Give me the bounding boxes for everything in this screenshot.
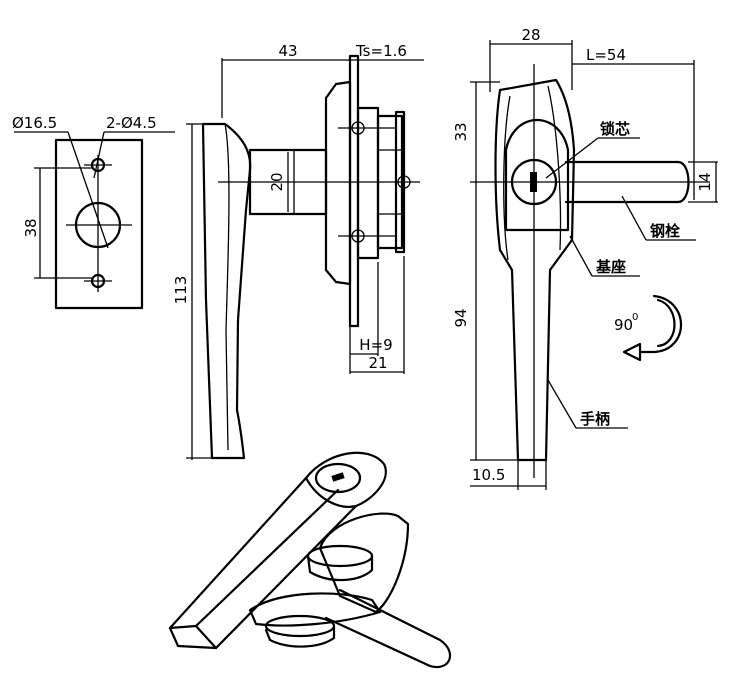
dim-43: 43: [278, 42, 297, 60]
label-steel-bolt: 钢栓: [650, 222, 680, 240]
side-handle: [201, 122, 252, 460]
dim-28: 28: [521, 26, 540, 44]
side-base: [324, 80, 352, 286]
dim-21: 21: [368, 354, 387, 372]
dim-10-5: 10.5: [472, 466, 505, 484]
dim-33: 33: [452, 122, 470, 141]
dim-20: 20: [268, 172, 286, 191]
dim-94: 94: [452, 308, 470, 327]
dim-14: 14: [696, 172, 714, 191]
front-handle: [494, 78, 576, 462]
label-lock-core: 锁芯: [600, 120, 630, 138]
rotation-degree: 0: [632, 312, 638, 323]
rotation-arrow: [638, 294, 683, 354]
iso-lock-core: [314, 462, 362, 494]
iso-key-slot: [331, 472, 345, 482]
dim-h9: H=9: [359, 336, 392, 354]
iso-cam-plate: [248, 592, 382, 627]
dim-38: 38: [22, 218, 40, 237]
cutout-view: [14, 131, 175, 310]
dim-latch-length: L=54: [586, 46, 626, 64]
dim-thickness: Ts=1.6: [355, 42, 407, 60]
front-view: [470, 40, 718, 490]
side-view: [186, 54, 424, 460]
iso-handle: [168, 451, 387, 650]
label-handle: 手柄: [580, 410, 610, 428]
iso-base: [318, 512, 410, 614]
cutout-plate: [54, 138, 144, 310]
label-base: 基座: [595, 258, 626, 276]
dim-113: 113: [172, 276, 190, 305]
rotation-label: 90: [614, 316, 633, 334]
side-panel: [348, 54, 360, 328]
front-base: [504, 118, 570, 232]
isometric-view: [168, 451, 451, 669]
iso-latch: [324, 588, 451, 669]
hole-diameter-label: Ø16.5: [12, 114, 57, 132]
screw-hole-label: 2-Ø4.5: [106, 114, 157, 132]
